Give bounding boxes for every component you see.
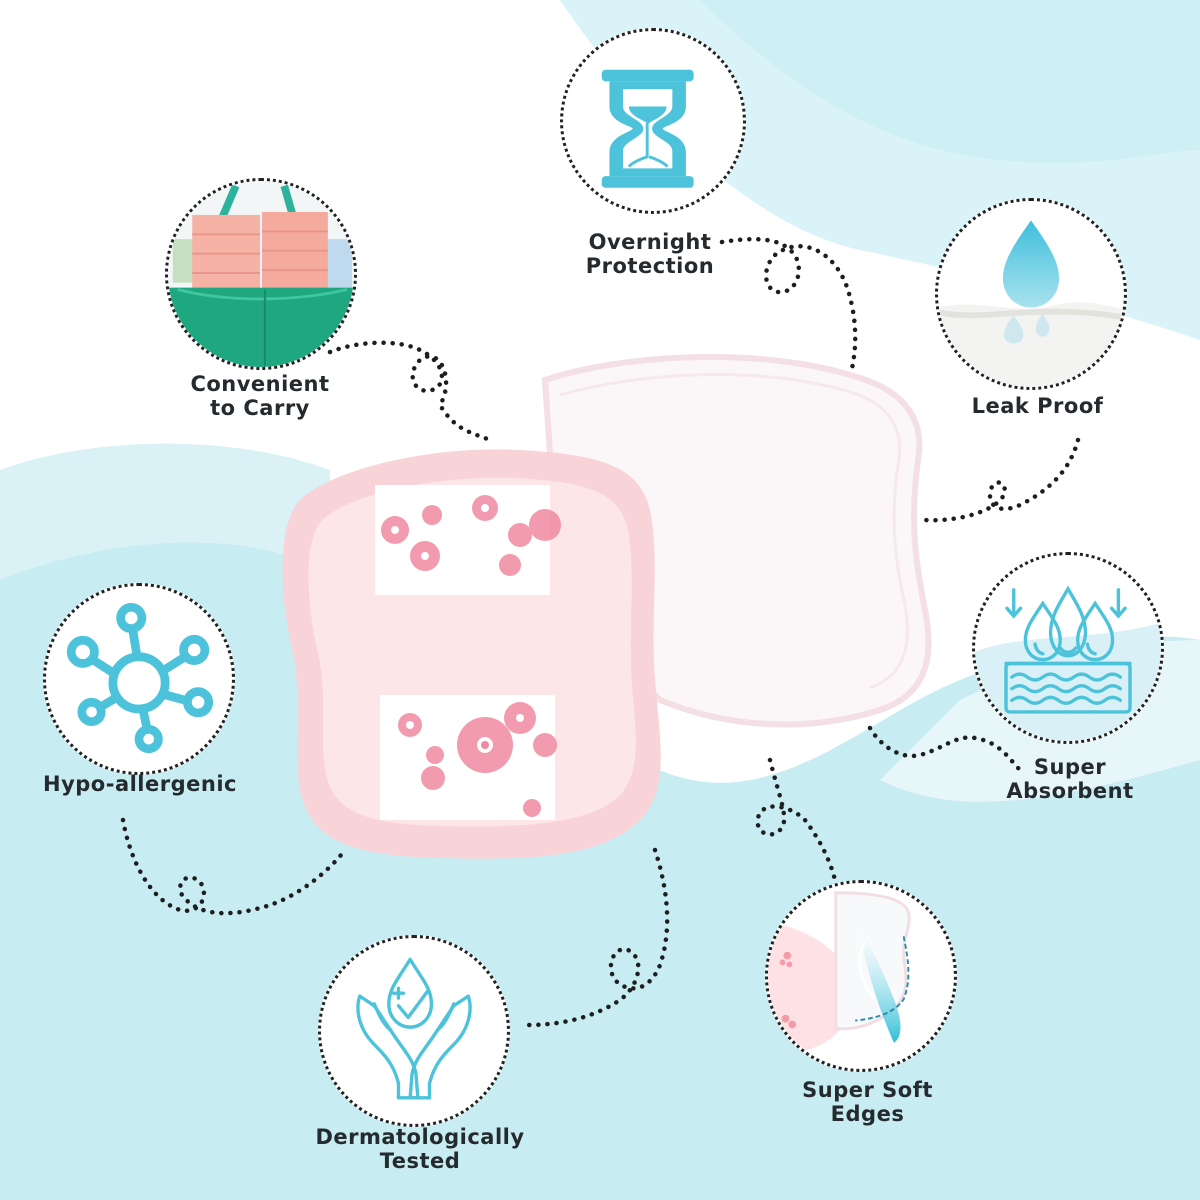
absorb-layers-icon — [975, 585, 1161, 741]
feature-label: Super Soft Edges — [802, 1078, 933, 1126]
feature-label: Dermatologically Tested — [315, 1125, 525, 1173]
feature-circle — [972, 552, 1164, 744]
molecule-icon — [66, 602, 214, 754]
feature-circle — [165, 178, 357, 370]
feature-circle — [560, 28, 746, 214]
hourglass-icon — [601, 69, 694, 188]
feature-circle — [765, 880, 957, 1072]
feature-label: Convenient to Carry — [190, 372, 330, 420]
feature-circle — [43, 583, 235, 775]
feature-label: Overnight Protection — [585, 230, 715, 278]
bottom-sticker — [380, 695, 557, 820]
feature-label: Super Absorbent — [1006, 755, 1134, 803]
feature-label: Hypo-allergenic — [43, 772, 237, 796]
hands-drop-check-icon — [356, 957, 472, 1100]
feature-circle — [318, 935, 510, 1127]
top-sticker — [375, 485, 561, 595]
bag-photo-icon — [168, 181, 354, 367]
feather-icon — [768, 891, 911, 1052]
water-drop-icon — [938, 220, 1124, 387]
feature-label: Leak Proof — [971, 394, 1104, 418]
pink-pad-front — [282, 449, 661, 859]
feature-circle — [935, 198, 1127, 390]
